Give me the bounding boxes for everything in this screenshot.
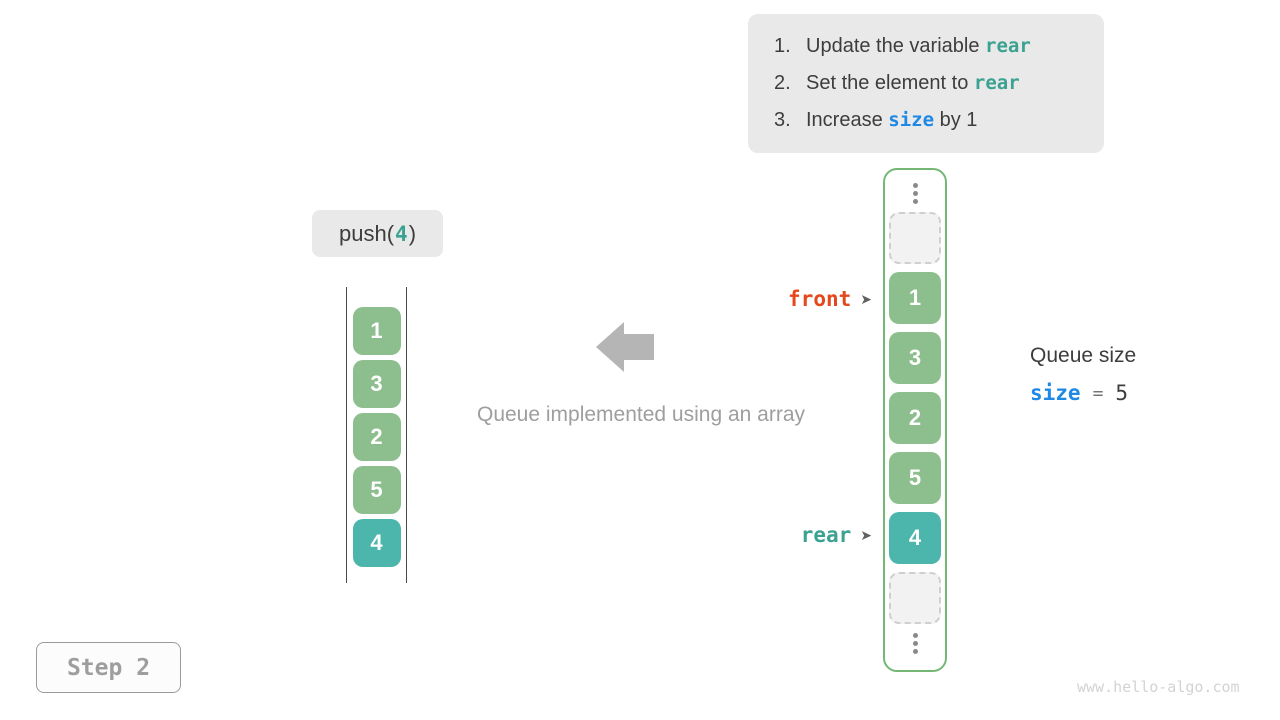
rear-pointer: rear ➤ <box>700 522 872 548</box>
front-pointer-label: front <box>788 287 852 311</box>
instruction-panel: 1. Update the variable rear 2. Set the e… <box>748 14 1104 153</box>
front-pointer: front ➤ <box>700 286 872 312</box>
queue-cell: 1 <box>889 272 941 324</box>
array-cell-highlighted: 4 <box>352 519 401 567</box>
push-operation-label: push(4) <box>312 210 443 257</box>
queue-size-title: Queue size <box>1030 344 1137 367</box>
equals-sign: = <box>1092 382 1104 404</box>
code-token-rear: rear <box>973 72 1020 94</box>
instruction-step-1: 1. Update the variable rear <box>774 35 1086 58</box>
size-variable: size <box>1030 381 1081 405</box>
push-label-post: ) <box>408 220 417 246</box>
push-label-pre: push( <box>338 220 395 246</box>
instruction-step-3: 3. Increase size by 1 <box>774 109 1086 132</box>
watermark: www.hello-algo.com <box>1077 678 1240 696</box>
vertical-ellipsis-icon <box>912 182 918 204</box>
instruction-number: 3. <box>774 109 791 131</box>
instruction-step-2: 2. Set the element to rear <box>774 72 1086 95</box>
vertical-ellipsis-icon <box>912 632 918 654</box>
code-token-size: size <box>888 109 935 131</box>
queue-array: 1 3 2 5 4 <box>883 168 947 672</box>
rear-pointer-label: rear <box>800 523 852 547</box>
empty-cell <box>889 212 941 264</box>
queue-size-expression: size = 5 <box>1030 381 1136 405</box>
instruction-number: 2. <box>774 72 791 94</box>
instruction-text: Update the variable rear <box>806 35 1031 57</box>
instruction-text: Increase size by 1 <box>806 109 978 131</box>
array-cell: 1 <box>352 307 401 355</box>
left-arrow-icon <box>596 322 654 372</box>
pointer-arrow-icon: ➤ <box>860 291 872 307</box>
array-cell: 3 <box>352 360 401 408</box>
array-cell: 5 <box>352 466 401 514</box>
queue-cell: 3 <box>889 332 941 384</box>
instruction-number: 1. <box>774 35 791 57</box>
queue-cell: 2 <box>889 392 941 444</box>
diagram-caption: Queue implemented using an array <box>476 403 806 426</box>
instruction-text: Set the element to rear <box>806 72 1020 94</box>
code-token-rear: rear <box>985 35 1031 57</box>
push-argument: 4 <box>395 221 408 246</box>
empty-cell <box>889 572 941 624</box>
step-badge: Step 2 <box>36 642 181 693</box>
queue-cell-rear: 4 <box>889 512 941 564</box>
raw-array: 1 3 2 5 4 <box>346 287 407 583</box>
queue-cell: 5 <box>889 452 941 504</box>
queue-size-annotation: Queue size size = 5 <box>1030 344 1136 405</box>
size-value: 5 <box>1115 381 1129 405</box>
pointer-arrow-icon: ➤ <box>860 527 872 543</box>
array-cell: 2 <box>352 413 401 461</box>
